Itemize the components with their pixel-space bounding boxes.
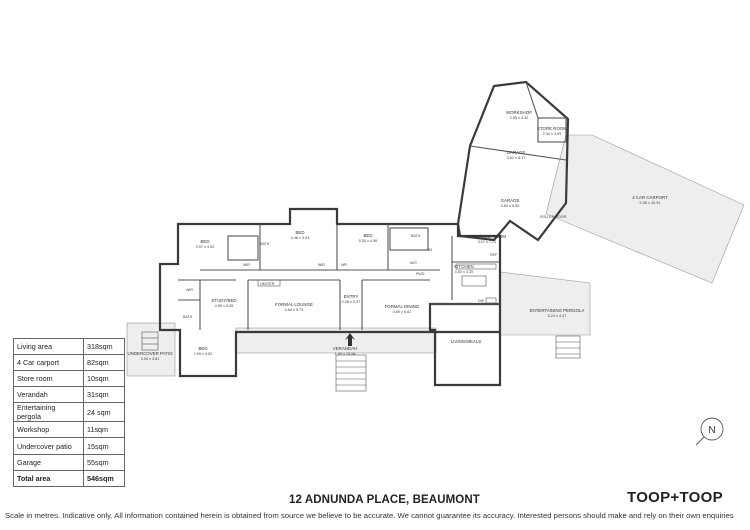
compass-letter: N bbox=[708, 425, 715, 436]
brand-logo: TOOP+TOOP bbox=[627, 489, 723, 506]
patio-label: UNDERCOVER PATIO bbox=[128, 351, 174, 356]
property-address: 12 ADNUNDA PLACE, BEAUMONT bbox=[289, 494, 480, 506]
bed2-label: BED bbox=[295, 230, 304, 235]
living-meals-label: LIVING/MEALS bbox=[451, 339, 482, 344]
heater-label: HEATER bbox=[260, 282, 275, 286]
carport-label: 4 CAR CARPORT bbox=[632, 195, 668, 200]
bed4-label: BED bbox=[198, 346, 207, 351]
house-outline bbox=[158, 207, 502, 387]
wir2-label: WIR bbox=[318, 263, 325, 267]
workshop-dims: 2.95 x 4.32 bbox=[510, 116, 529, 120]
bed1-label: BED bbox=[200, 239, 209, 244]
bed3-label: BED bbox=[363, 233, 372, 238]
patio-stairs bbox=[141, 331, 159, 351]
study-dims: 4.89 x 6.35 bbox=[215, 304, 234, 308]
bath3-label: BATH bbox=[183, 315, 193, 319]
entry-dims: 2.08 x 2.27 bbox=[342, 300, 361, 304]
workshop-label: WORKSHOP bbox=[506, 110, 532, 115]
garage-lower-label: GARAGE bbox=[501, 198, 520, 203]
bed4-dims: 2.99 x 4.52 bbox=[194, 352, 213, 356]
disclaimer-text: Scale in metres. Indicative only. All in… bbox=[5, 511, 734, 520]
kitchen-label: KITCHEN bbox=[454, 264, 473, 269]
garage-upper-dims: 3.62 x 8.17 bbox=[507, 156, 526, 160]
bath1-label: BATH bbox=[260, 242, 270, 246]
bed1-dims: 3.97 x 4.52 bbox=[196, 245, 215, 249]
pergola-stairs bbox=[555, 335, 581, 359]
formal-dining-dims: 4.89 x 5.62 bbox=[393, 310, 412, 314]
garage-upper-label: GARAGE bbox=[507, 150, 526, 155]
kitchen-bench bbox=[455, 263, 497, 304]
patio-dims: 3.94 x 3.81 bbox=[141, 357, 160, 361]
formal-dining-label: FORMAL DINING bbox=[385, 304, 420, 309]
garage-outline bbox=[456, 80, 570, 242]
laundry-dims: 3.07 x 7.21 bbox=[478, 240, 497, 244]
entry-arrow-icon bbox=[345, 333, 355, 346]
study-label: STUDY/BED bbox=[211, 298, 236, 303]
heater bbox=[257, 279, 281, 287]
bed2-dims: 4.48 x 3.93 bbox=[291, 236, 310, 240]
pergola-label: ENTERTAINING PERGOLA bbox=[530, 308, 585, 313]
verandah-label: VERANDAH bbox=[333, 346, 357, 351]
interior-walls bbox=[178, 224, 500, 330]
bath2-label: BATH bbox=[411, 234, 421, 238]
carport-dims: 5.38 x 10.91 bbox=[640, 201, 661, 205]
wc-label: W/C bbox=[410, 261, 417, 265]
verandah-stairs bbox=[335, 354, 367, 392]
entry-label: ENTRY bbox=[344, 294, 359, 299]
pergola-area bbox=[499, 271, 591, 336]
dw-label: DW bbox=[478, 299, 485, 303]
carport-area bbox=[545, 134, 745, 284]
wr-label: WR bbox=[341, 263, 347, 267]
wir1-label: WIR bbox=[243, 263, 250, 267]
laundry-label: LDRY/MUD ROOM bbox=[468, 234, 506, 239]
store-room-dims: 2.34 x 3.99 bbox=[543, 132, 562, 136]
roller-door-label: ROLLER DOOR bbox=[540, 215, 567, 219]
store-room-label: STORE ROOM bbox=[537, 126, 567, 131]
verandah-dims: 1.80 x 15.94 bbox=[335, 352, 356, 356]
bed3-dims: 5.30 x 4.56 bbox=[359, 239, 378, 243]
bi-label: B/I bbox=[428, 248, 432, 252]
wir3-label: WIR bbox=[186, 288, 193, 292]
pergola-dims: 6.24 x 4.47 bbox=[548, 314, 567, 318]
pwd-label: PWD bbox=[416, 272, 425, 276]
formal-lounge-label: FORMAL LOUNGE bbox=[275, 302, 313, 307]
floor-plan: WORKSHOP 2.95 x 4.32 STORE ROOM 2.34 x 3… bbox=[126, 80, 745, 392]
garage-lower-dims: 3.83 x 5.50 bbox=[501, 204, 520, 208]
kitchen-dims: 4.50 x 3.35 bbox=[455, 270, 474, 274]
north-compass-icon: N bbox=[695, 417, 724, 446]
ref-label: REF bbox=[490, 253, 498, 257]
formal-lounge-dims: 4.84 x 5.73 bbox=[285, 308, 304, 312]
